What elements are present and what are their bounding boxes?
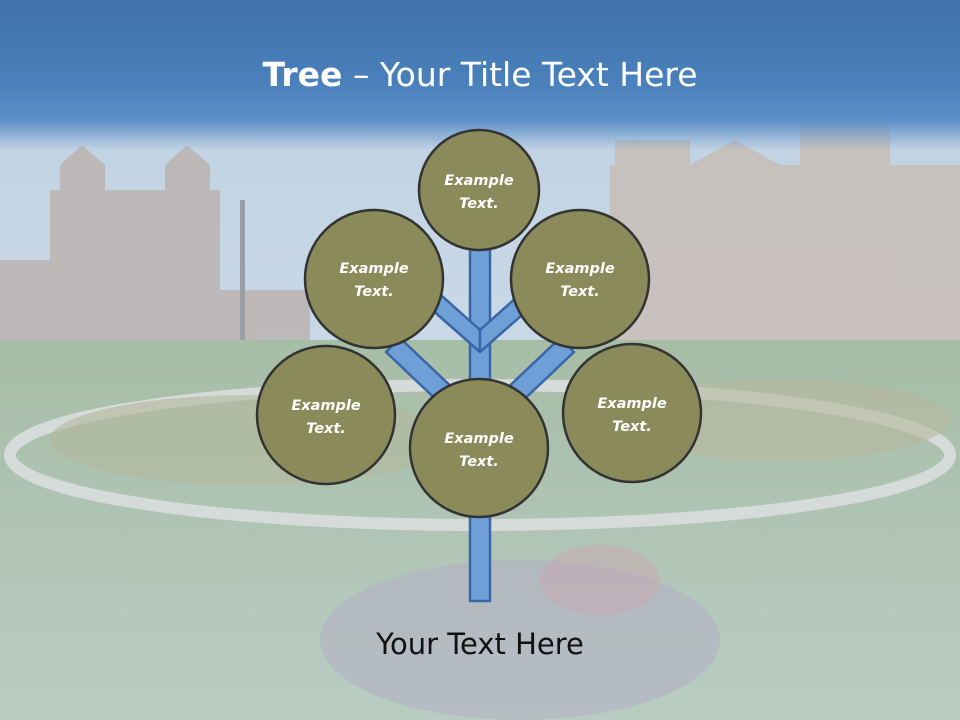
caption-text: Your Text Here xyxy=(376,627,584,661)
node-lower-right-circle xyxy=(561,342,703,484)
node-upper-left-label: Example xyxy=(339,261,409,277)
node-upper-right-label: Example xyxy=(545,261,615,277)
node-upper-right-circle xyxy=(509,208,651,350)
node-upper-left-circle xyxy=(303,208,445,350)
node-top-label-2: Text. xyxy=(459,196,499,212)
node-lower-left-label: Example xyxy=(291,398,361,414)
title-strong: Tree xyxy=(262,55,343,94)
node-lower-left-circle xyxy=(255,344,397,486)
node-center-label-2: Text. xyxy=(459,454,499,470)
right-cathedral xyxy=(610,120,960,345)
node-upper-left-label-2: Text. xyxy=(354,284,394,300)
node-lower-left-label-2: Text. xyxy=(306,421,346,437)
tree-nodes xyxy=(255,128,703,519)
node-top-circle xyxy=(417,128,541,252)
node-lower-right-label: Example xyxy=(597,396,667,412)
tree-labels: Example Text. Example Text. Example Text… xyxy=(291,173,667,470)
left-church xyxy=(0,145,310,350)
node-top-label: Example xyxy=(444,173,514,189)
node-lower-right-label-2: Text. xyxy=(612,419,652,435)
title-rest: – Your Title Text Here xyxy=(342,55,698,94)
slide-title: Tree – Your Title Text Here xyxy=(0,52,960,98)
node-center-circle xyxy=(408,377,550,519)
node-upper-right-label-2: Text. xyxy=(560,284,600,300)
title-bar xyxy=(0,0,960,150)
node-center-label: Example xyxy=(444,431,514,447)
